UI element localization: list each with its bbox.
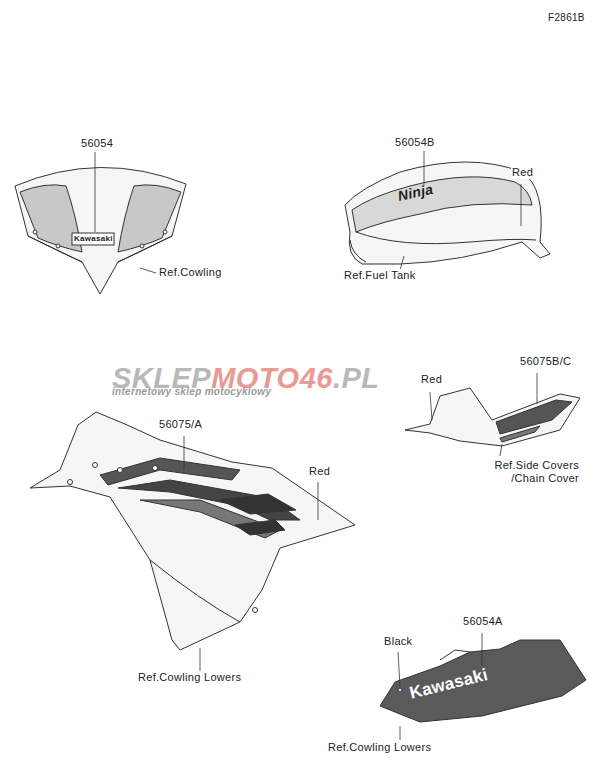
callout-number: 56054B	[394, 136, 436, 149]
watermark-subtitle: internetowy sklep motocyklowy	[112, 386, 271, 398]
color-note: Red	[420, 373, 443, 386]
reference-note: Ref.Cowling	[158, 266, 223, 279]
lower-cowling	[380, 640, 586, 722]
leader-lines	[95, 151, 537, 740]
watermark: .PL	[333, 362, 380, 395]
reference-note: Ref.Side Covers /Chain Cover	[462, 459, 580, 484]
fuel-tank	[345, 162, 550, 264]
color-note: Black	[383, 635, 413, 648]
color-note: Red	[511, 166, 534, 179]
callout-number: 56075/A	[158, 418, 203, 431]
callout-number: 56054	[80, 137, 114, 150]
side-cowling	[30, 412, 355, 650]
reference-note: Ref.Cowling Lowers	[327, 741, 432, 754]
color-note: Red	[308, 465, 331, 478]
side-cover	[405, 388, 580, 446]
callout-number: 56054A	[462, 615, 504, 628]
reference-note: Ref.Fuel Tank	[343, 269, 417, 282]
callout-number: 56075B/C	[519, 355, 572, 368]
decal-logo: Kawasaki	[74, 234, 113, 243]
reference-note: Ref.Cowling Lowers	[137, 671, 242, 684]
figure-number: F2861B	[547, 12, 586, 24]
